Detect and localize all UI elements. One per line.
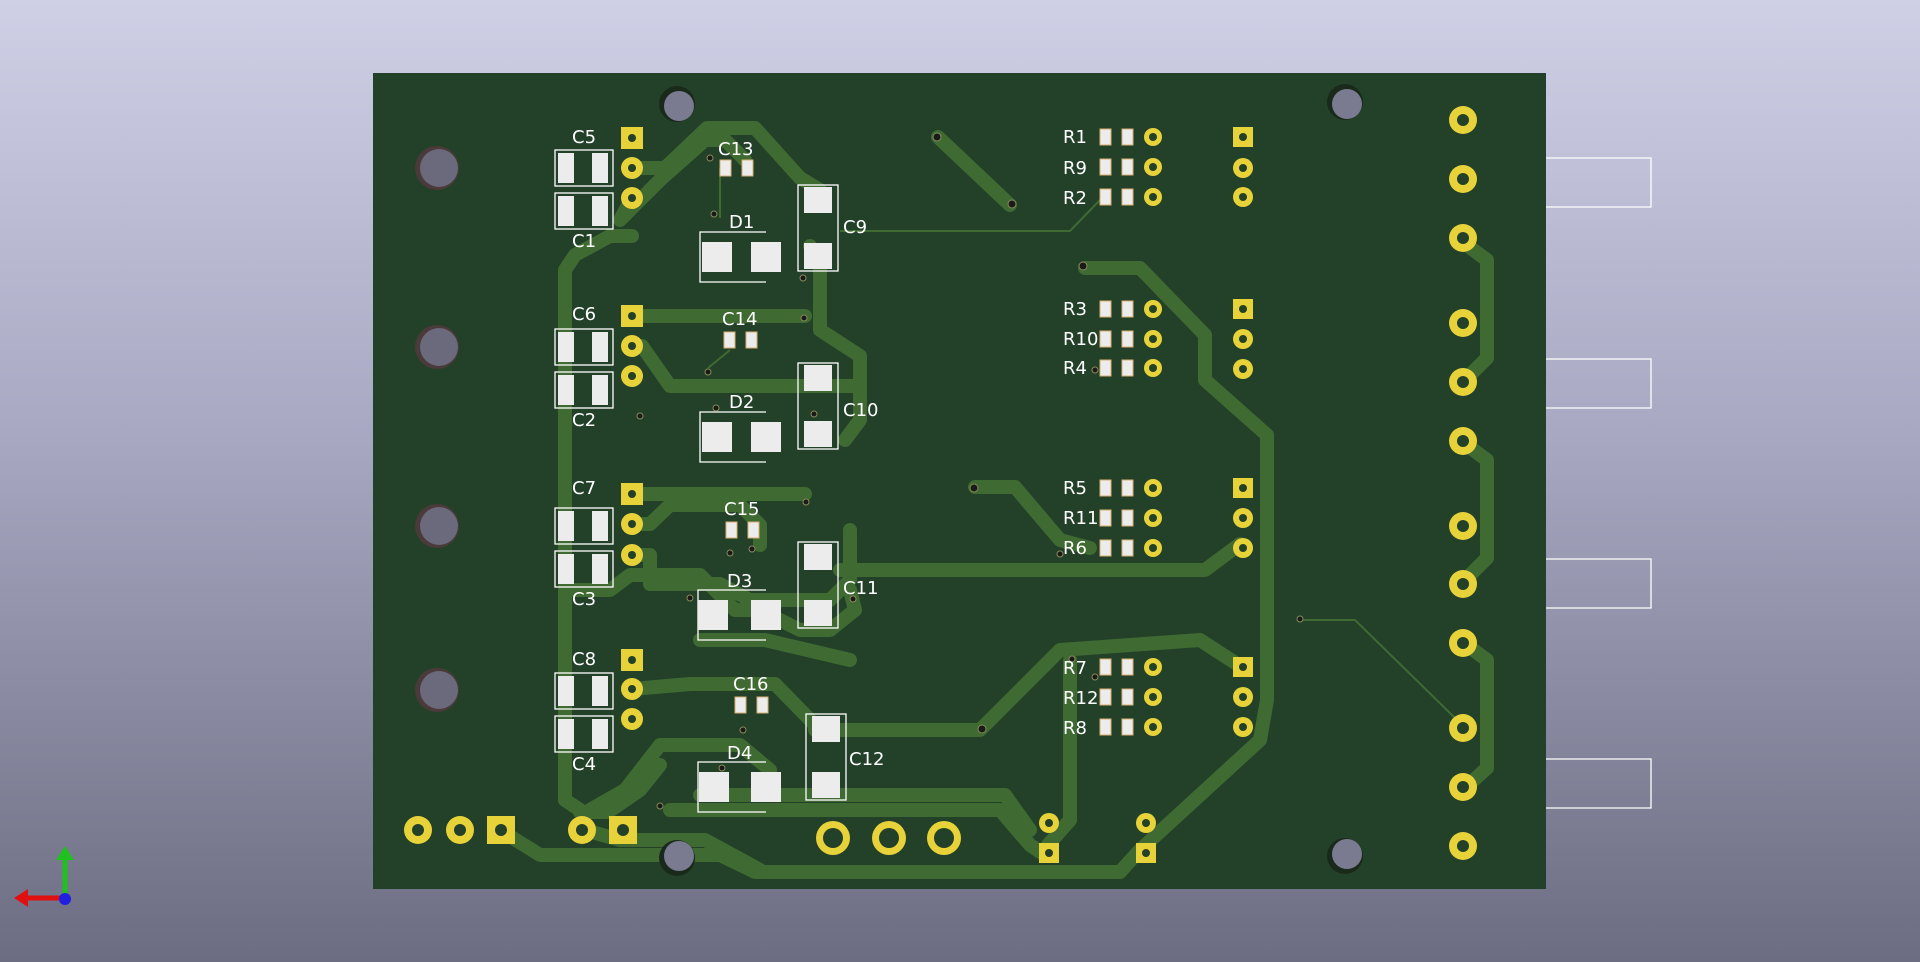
label-c14: C14 [722,309,757,330]
label-r1: R1 [1063,127,1087,148]
silkscreen-labels: C5 C1 C6 C2 C7 C3 C8 C4 C13 C14 C15 C16 … [572,127,1098,775]
label-r12: R12 [1063,688,1098,709]
label-c4: C4 [572,754,596,775]
label-r2: R2 [1063,188,1087,209]
label-r7: R7 [1063,658,1087,679]
label-d1: D1 [729,212,754,233]
bottom-pads [404,813,1156,863]
pin-headers-left [621,127,643,730]
label-c15: C15 [724,499,759,520]
label-c6: C6 [572,304,596,325]
label-d4: D4 [727,743,752,764]
xyz-axis-icon [14,846,74,907]
large-capacitors [797,184,847,801]
left-capacitors [554,149,614,753]
vias [636,132,1304,810]
label-r9: R9 [1063,158,1087,179]
label-r5: R5 [1063,478,1087,499]
label-c10: C10 [843,400,878,421]
mounting-holes [415,84,1363,876]
label-c1: C1 [572,231,596,252]
pcb-board [373,73,1546,889]
label-r6: R6 [1063,538,1087,559]
label-c7: C7 [572,478,596,499]
connector-outlines [1546,157,1652,809]
label-c3: C3 [572,589,596,610]
label-r11: R11 [1063,508,1098,529]
small-capacitors [719,159,769,714]
label-c8: C8 [572,649,596,670]
label-c16: C16 [733,674,768,695]
label-r4: R4 [1063,358,1087,379]
thin-traces [707,168,1456,719]
diodes [697,231,781,813]
label-d2: D2 [729,392,754,413]
label-d3: D3 [727,571,752,592]
label-r3: R3 [1063,299,1087,320]
connector-pads-right [1449,106,1477,860]
label-c13: C13 [718,139,753,160]
label-c5: C5 [572,127,596,148]
label-r8: R8 [1063,718,1087,739]
resistor-pads [1099,128,1162,736]
label-c12: C12 [849,749,884,770]
label-c11: C11 [843,578,878,599]
label-c9: C9 [843,217,867,238]
label-c2: C2 [572,410,596,431]
pin-headers-right [1233,127,1253,737]
label-r10: R10 [1063,329,1098,350]
